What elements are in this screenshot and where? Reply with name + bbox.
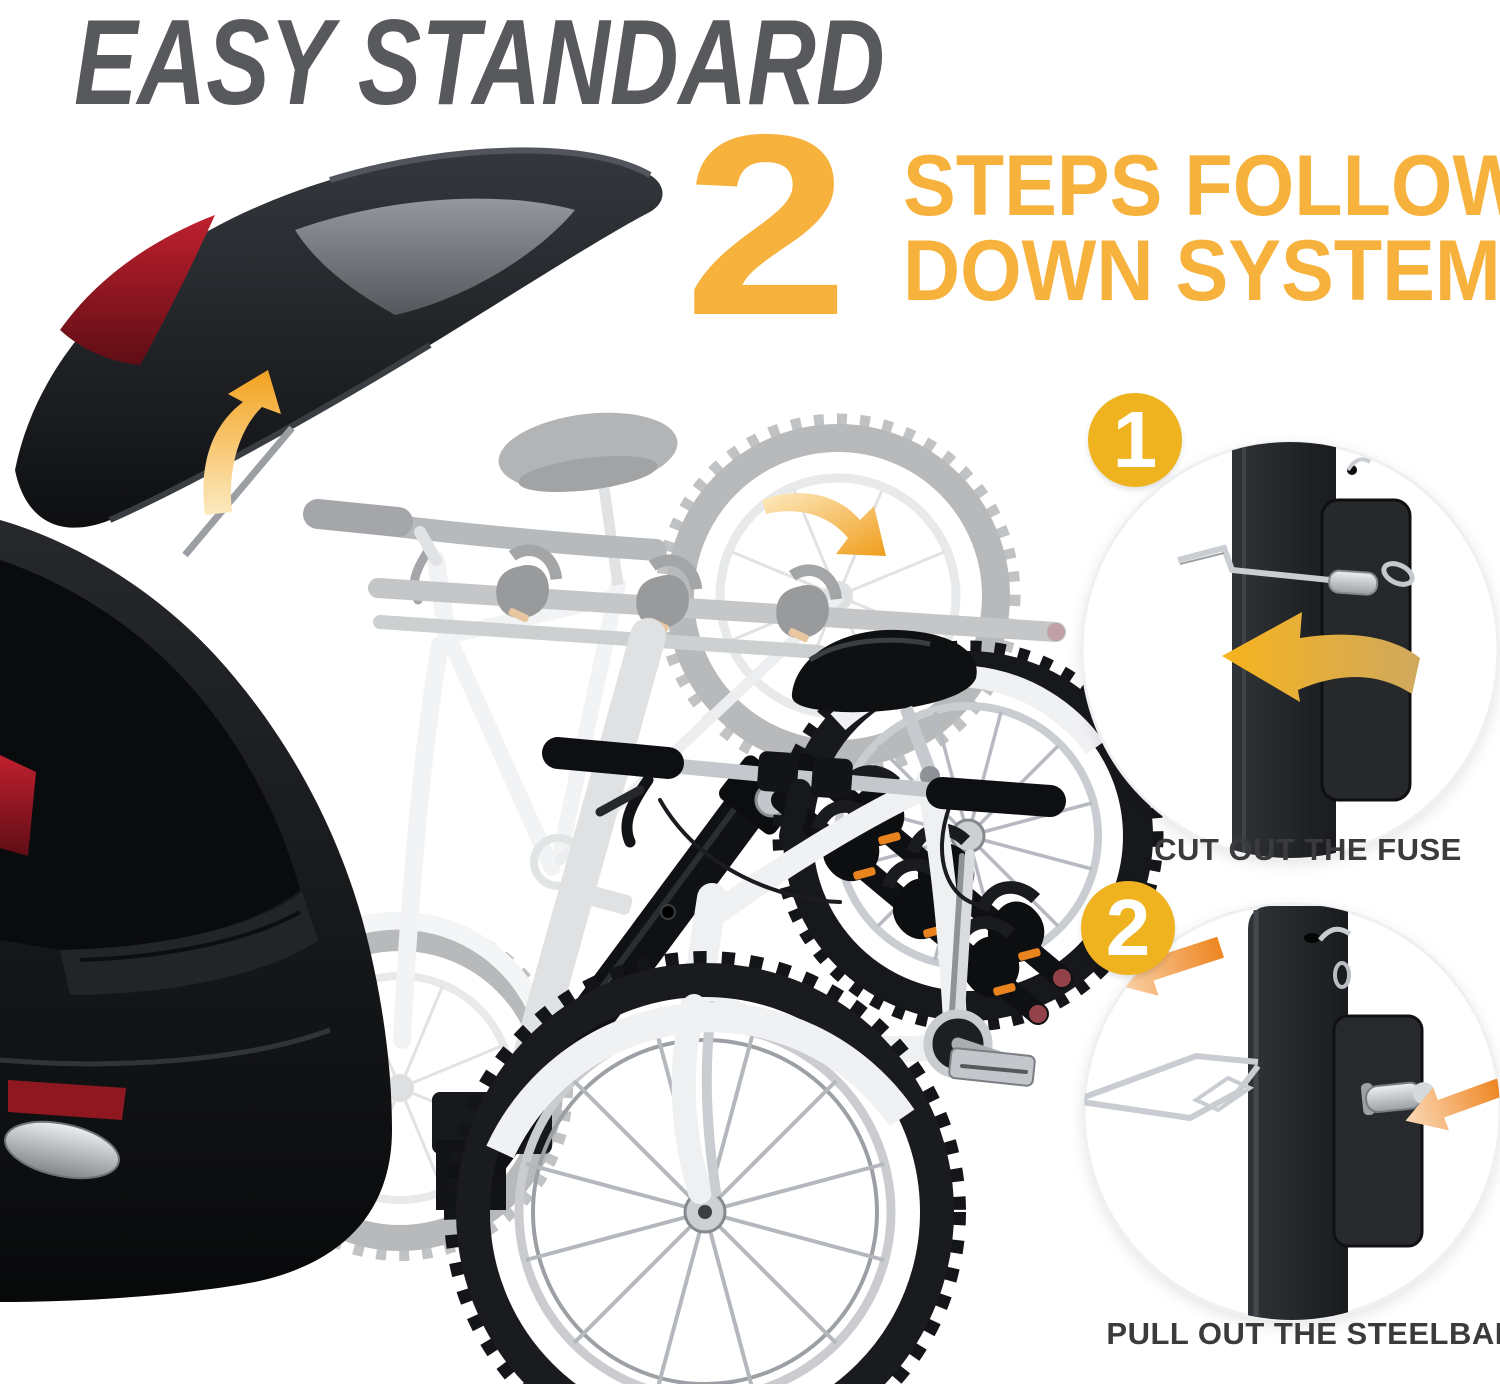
step1-number-badge: 1 [1088, 393, 1182, 487]
step1-number: 1 [1112, 395, 1158, 484]
tilt-up-arrow-icon [203, 370, 281, 515]
hatch-window [295, 198, 575, 315]
bike-tilted [444, 629, 1164, 1384]
taillight-left [0, 755, 36, 856]
hatch-open [15, 147, 663, 558]
trunk-interior [0, 560, 300, 950]
step2-number-badge: 2 [1081, 881, 1175, 975]
hatch-taillight [60, 215, 215, 365]
tilt-down-arrow-icon [762, 493, 886, 556]
ghost-saddle [498, 412, 678, 586]
bike-handlebar [542, 737, 1066, 848]
hatch-strut [182, 425, 295, 558]
step1-arrow-icon [1222, 612, 1420, 702]
fuse-pin [1177, 544, 1415, 596]
step1-photo [1080, 440, 1500, 860]
page-title: EASY STANDARD [74, 0, 885, 130]
step1-caption: CUT OUT THE FUSE [1154, 832, 1462, 867]
exhaust-tip [4, 1120, 120, 1180]
step2-caption: PULL OUT THE STEELBAR [1106, 1316, 1500, 1351]
banner-subtitle: STEPS FOLLOW DOWN SYSTEM [903, 138, 1500, 319]
ghost-handlebar [303, 499, 667, 605]
banner-step-count: 2 [684, 80, 850, 369]
step2-number: 2 [1105, 883, 1151, 972]
step2-photo [1082, 902, 1500, 1322]
trunk-sill [60, 892, 318, 995]
bike-front-wheel [444, 951, 966, 1384]
banner-line2: DOWN SYSTEM [903, 223, 1500, 319]
banner-line1: STEPS FOLLOW [903, 138, 1500, 234]
steelbar-pin-stub [1360, 1081, 1435, 1116]
bumper-reflector [8, 1080, 126, 1120]
steelbar-wire [1084, 1052, 1261, 1122]
